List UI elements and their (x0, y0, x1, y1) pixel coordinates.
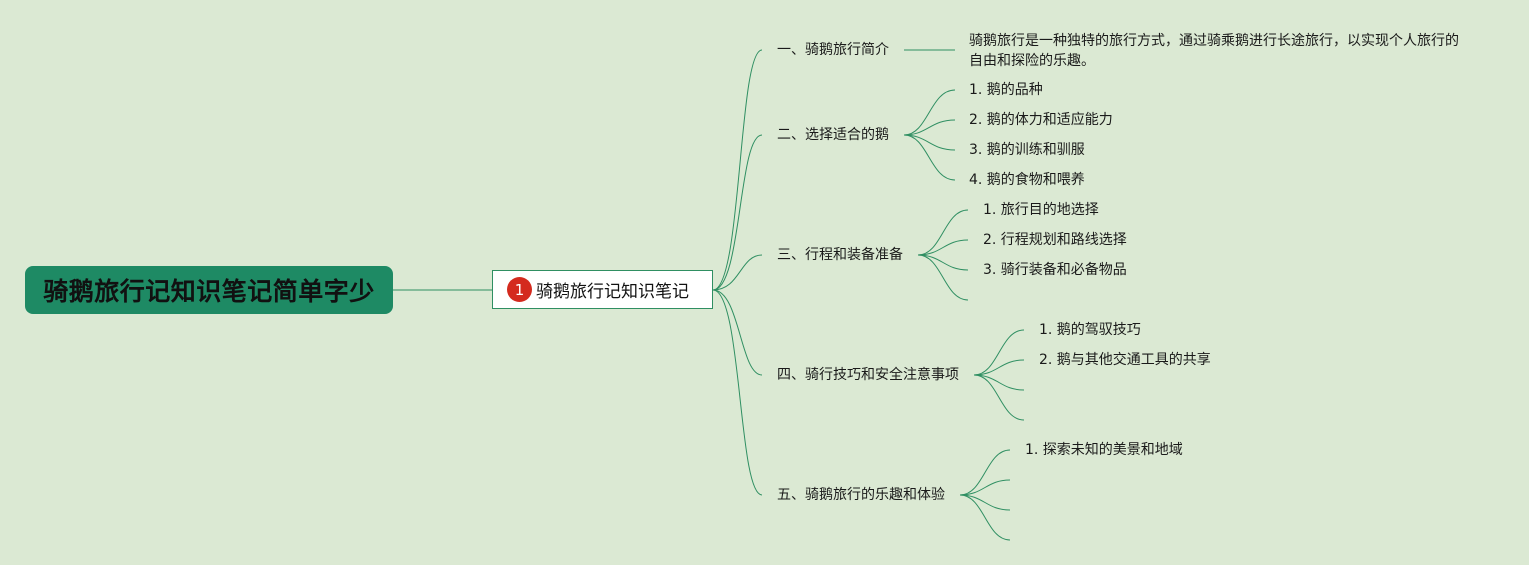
branch-intro[interactable]: 一、骑鹅旅行简介 (777, 42, 889, 58)
connector-b2-2 (903, 119, 956, 136)
connector-branch-5 (712, 289, 763, 496)
leaf-traffic-sharing[interactable]: 2. 鹅与其他交通工具的共享 (1039, 352, 1211, 368)
leaf-equipment[interactable]: 3. 骑行装备和必备物品 (983, 262, 1127, 278)
leaf-goose-training[interactable]: 3. 鹅的训练和驯服 (969, 142, 1085, 158)
leaf-goose-stamina[interactable]: 2. 鹅的体力和适应能力 (969, 112, 1113, 128)
connector-b4-2 (973, 359, 1025, 376)
branch-riding-safety[interactable]: 四、骑行技巧和安全注意事项 (777, 367, 959, 383)
connector-b3-1 (917, 209, 969, 256)
connector-b5-1 (959, 449, 1011, 496)
leaf-destination[interactable]: 1. 旅行目的地选择 (983, 202, 1099, 218)
connector-branch-3 (712, 254, 763, 291)
connector-b2-1 (903, 89, 956, 136)
connector-b2-4 (903, 134, 956, 181)
root-topic[interactable]: 骑鹅旅行记知识笔记简单字少 (25, 266, 393, 314)
connector-b5-3 (959, 494, 1011, 511)
priority-badge-icon: 1 (507, 277, 532, 302)
subtopic-node[interactable]: 1 骑鹅旅行记知识笔记 (492, 270, 713, 309)
leaf-riding-skills[interactable]: 1. 鹅的驾驭技巧 (1039, 322, 1141, 338)
leaf-goose-feeding[interactable]: 4. 鹅的食物和喂养 (969, 172, 1085, 188)
connector-b4-3 (973, 374, 1025, 391)
root-title: 骑鹅旅行记知识笔记简单字少 (43, 277, 375, 306)
connector-b3-3 (917, 254, 969, 271)
branch-choose-goose[interactable]: 二、选择适合的鹅 (777, 127, 889, 143)
branch-preparation[interactable]: 三、行程和装备准备 (777, 247, 903, 263)
connector-b5-4 (959, 494, 1011, 541)
connector-b3-4 (917, 254, 969, 301)
connector-b4-4 (973, 374, 1025, 421)
branch-fun-experience[interactable]: 五、骑鹅旅行的乐趣和体验 (777, 487, 945, 503)
connector-branch-4 (712, 289, 763, 376)
connector-b2-3 (903, 134, 956, 151)
leaf-explore-scenery[interactable]: 1. 探索未知的美景和地域 (1025, 442, 1183, 458)
connector-b3-2 (917, 239, 969, 256)
connector-b5-2 (959, 479, 1011, 496)
intro-description[interactable]: 骑鹅旅行是一种独特的旅行方式，通过骑乘鹅进行长途旅行，以实现个人旅行的自由和探险… (969, 33, 1459, 69)
connector-branch-2 (712, 134, 763, 291)
connector-b4-1 (973, 329, 1025, 376)
connector-branch-1 (712, 49, 763, 291)
leaf-goose-breed[interactable]: 1. 鹅的品种 (969, 82, 1043, 98)
leaf-route-planning[interactable]: 2. 行程规划和路线选择 (983, 232, 1127, 248)
subtopic-label: 骑鹅旅行记知识笔记 (536, 282, 689, 302)
